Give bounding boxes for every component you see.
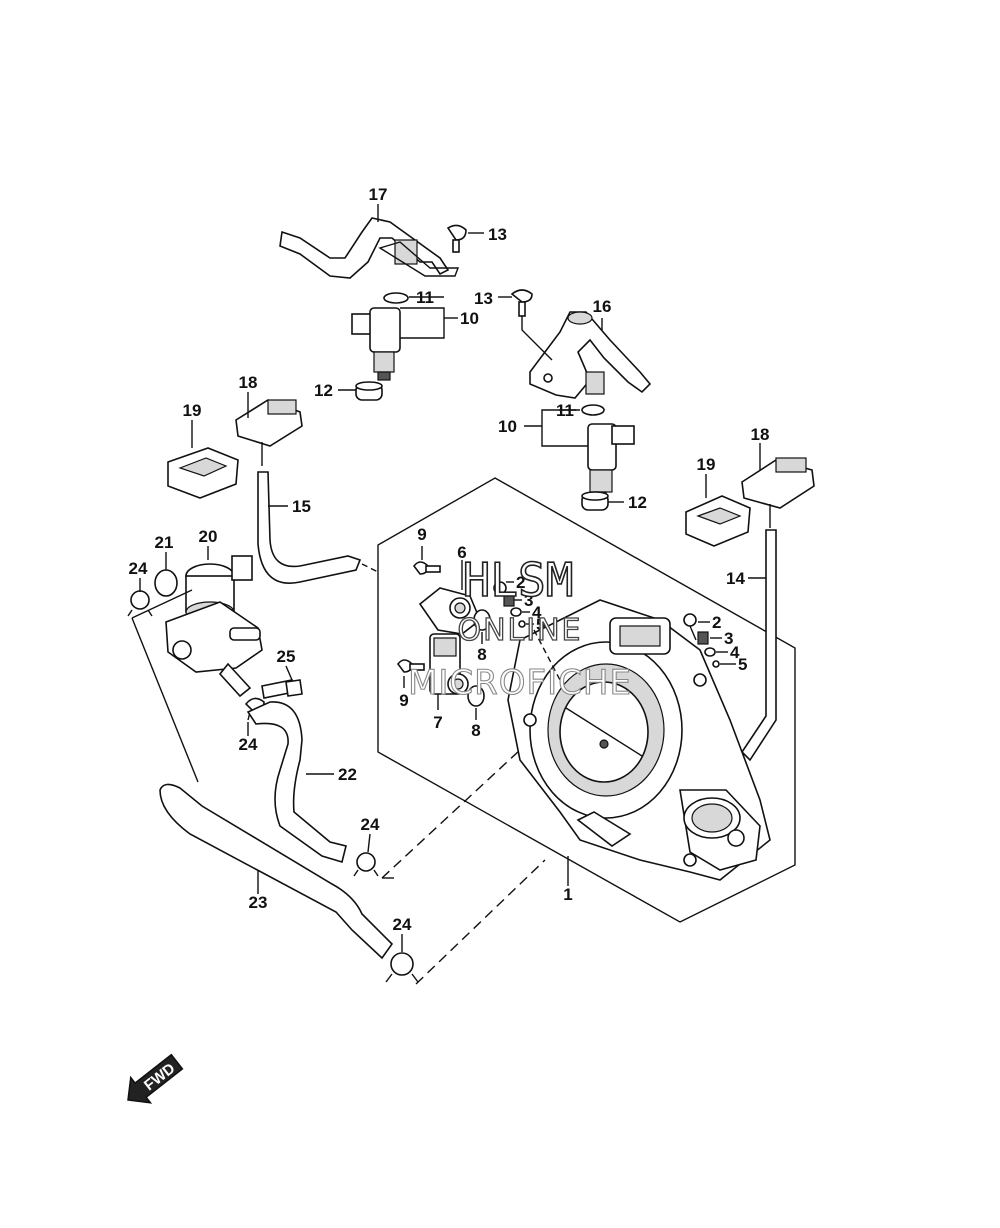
watermark-line3: MICROFICHE [408,663,632,703]
cap-19-right[interactable] [685,495,751,547]
callout-16: 16 [593,297,612,316]
callout-12-upper: 12 [314,381,333,400]
callout-2-right: 2 [712,613,721,632]
ball-5-right[interactable] [712,660,720,668]
callout-25: 25 [277,647,296,666]
callout-8-lower: 8 [471,721,480,740]
fwd-arrow-icon [127,1053,184,1104]
callout-19-right: 19 [697,455,716,474]
callout-12-lower: 12 [628,493,647,512]
callout-24-upper-left: 24 [129,559,148,578]
callout-9-upper: 9 [417,525,426,544]
sensor-7[interactable] [429,633,469,695]
sensor-18-left[interactable] [235,399,303,466]
clip-24-center[interactable] [353,852,379,877]
watermark-line2: ONLINE [457,613,582,648]
callout-14: 14 [726,569,745,588]
callout-22: 22 [338,765,357,784]
ball-5-left[interactable] [518,620,526,628]
callout-3-left: 3 [524,591,533,610]
cap-19-left[interactable] [167,447,239,499]
callout-19-left: 19 [183,401,202,420]
callout-6: 6 [457,543,466,562]
seal-12-upper[interactable] [355,381,383,401]
o-ring-21[interactable] [154,569,178,597]
callout-8-upper: 8 [477,645,486,664]
callout-24-center: 24 [361,815,380,834]
screw-2-right[interactable] [683,613,697,641]
injector-10-lower[interactable] [587,423,635,499]
callout-2-left: 2 [516,573,525,592]
o-ring-11-upper[interactable] [383,292,409,304]
callout-10-upper: 10 [460,309,479,328]
callout-3-right: 3 [724,629,733,648]
callout-11-upper: 11 [416,288,434,307]
throttle-body-1[interactable] [507,599,771,881]
callout-7: 7 [433,713,442,732]
callout-4-right: 4 [730,643,740,662]
fwd-arrow-badge: FWD [127,1053,184,1104]
callout-15: 15 [292,497,311,516]
callout-13-top: 13 [488,225,507,244]
callout-21: 21 [155,533,174,552]
callout-11-lower: 11 [556,401,574,420]
isc-valve-20[interactable] [165,555,263,698]
screw-13-top[interactable] [446,224,467,253]
callout-23: 23 [249,893,268,912]
hose-15[interactable] [257,471,362,584]
assembly-frame [377,477,796,923]
callout-24-mid-left: 24 [239,735,258,754]
fuel-rail-16[interactable] [529,311,652,399]
o-ring-11-lower[interactable] [581,404,605,416]
clip-24-bottom[interactable] [385,952,419,983]
callout-9-lower: 9 [399,691,408,710]
callout-4-left: 4 [532,603,542,622]
fuel-rail-17[interactable] [279,217,460,279]
callout-5-left: 5 [536,615,545,634]
washer-4-left[interactable] [510,607,522,617]
hose-23[interactable] [159,783,394,960]
o-ring-8-upper[interactable] [473,609,491,631]
injector-10-upper[interactable] [351,307,401,381]
clip-24-upper-left[interactable] [127,590,153,617]
callout-18-right: 18 [751,425,770,444]
screw-2-left[interactable] [493,581,507,595]
screw-9-lower[interactable] [396,659,425,673]
watermark-line1: HLSM [463,553,574,607]
sensor-18-right[interactable] [741,457,815,528]
o-ring-8-lower[interactable] [467,685,485,707]
hose-14[interactable] [740,529,777,762]
spring-3-right[interactable] [697,631,709,645]
bolt-25[interactable] [261,679,303,699]
screw-13-mid[interactable] [510,289,533,317]
callout-13-mid: 13 [474,289,493,308]
washer-4-right[interactable] [704,647,716,657]
callout-5-right: 5 [738,655,747,674]
callout-18-left: 18 [239,373,258,392]
callout-20: 20 [199,527,218,546]
callout-24-bottom: 24 [393,915,412,934]
hose-22[interactable] [246,701,347,864]
callout-1: 1 [563,885,572,904]
seal-12-lower[interactable] [581,491,609,511]
callout-10-lower: 10 [498,417,517,436]
callout-17: 17 [369,185,388,204]
screw-9-upper[interactable] [412,561,441,575]
